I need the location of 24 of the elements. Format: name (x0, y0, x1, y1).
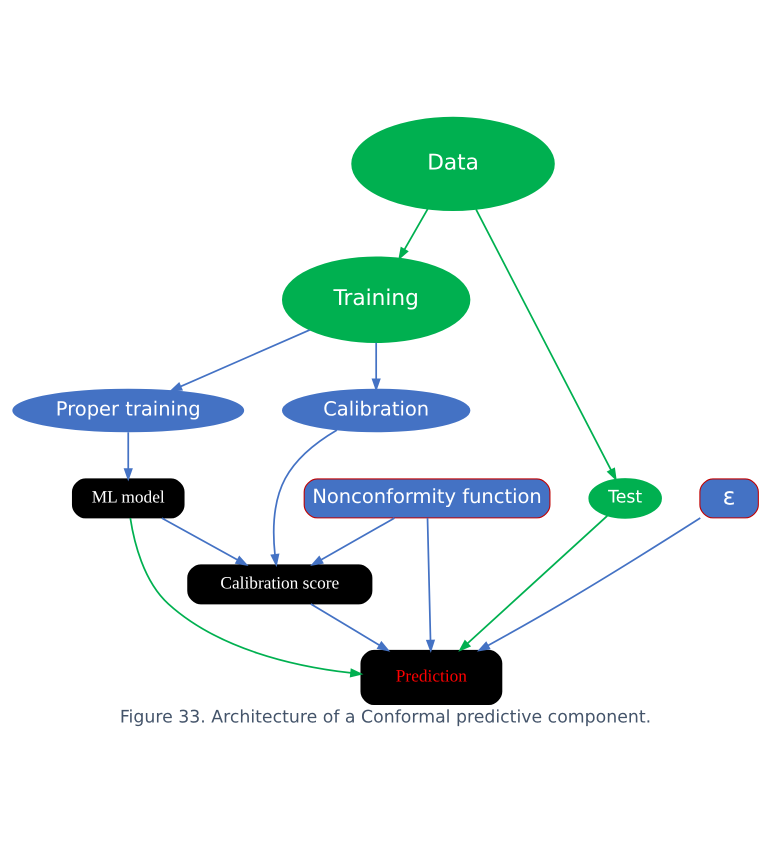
node-box: ML model (72, 478, 185, 518)
arrow (310, 516, 395, 566)
caption: Figure 33. Architecture of a Conformal predictive component. (120, 707, 652, 728)
arrow (270, 428, 338, 567)
arrow (129, 518, 364, 677)
arrow (458, 514, 608, 652)
arrow (310, 602, 390, 652)
node-box: ε (699, 478, 759, 518)
node-box: Calibration score (187, 564, 372, 604)
node-box: Nonconformity function (304, 478, 550, 518)
arrow (372, 342, 381, 392)
arrow (426, 518, 436, 652)
node-ellipse: Training (282, 256, 470, 343)
node-box: Prediction (360, 649, 502, 705)
node-ellipse: Calibration (282, 388, 470, 432)
node-ellipse: Data (351, 116, 555, 210)
arrow (161, 516, 249, 566)
arrow (398, 208, 428, 260)
arrow (124, 432, 133, 481)
node-ellipse: Proper training (12, 388, 244, 432)
arrow (475, 208, 617, 481)
arrow (476, 516, 701, 652)
node-ellipse: Test (588, 478, 662, 518)
arrow (169, 328, 310, 392)
